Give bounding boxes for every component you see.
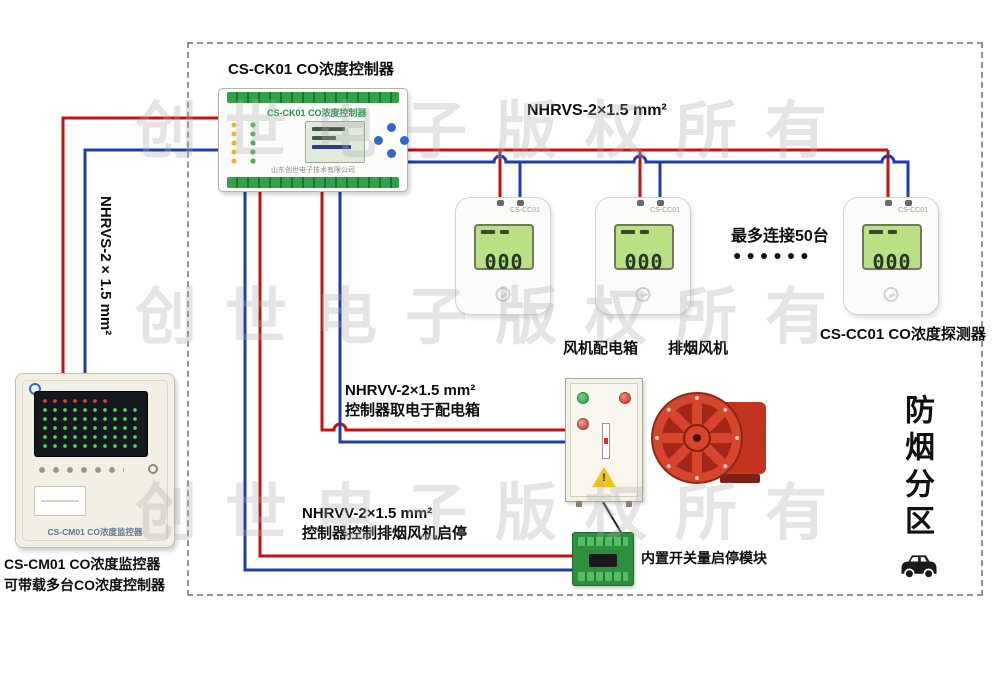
fan-hub-bolt: [693, 434, 701, 442]
status-led-grid: [42, 407, 140, 449]
car-icon: [901, 555, 937, 579]
switch-module: [572, 532, 634, 586]
module-terminal-strip: [578, 572, 628, 581]
fan-box-label: 风机配电箱: [563, 340, 639, 357]
monitor-caption: CS-CM01 CO浓度监控器 可带载多台CO浓度控制器: [4, 554, 165, 596]
controller-lcd: [305, 121, 365, 163]
box-leg: [576, 501, 582, 507]
terminal-strip-top: [227, 92, 399, 103]
brand-logo-icon: [883, 287, 899, 302]
controller-brand-label: 山东创世电子技术有限公司: [271, 167, 355, 174]
lcd-status-icon: [888, 230, 897, 234]
module-terminal-strip: [578, 537, 628, 546]
monitor-caption-line1: CS-CM01 CO浓度监控器: [4, 556, 161, 572]
controller-nav-buttons: [374, 123, 409, 158]
lcd-reading: 000: [484, 250, 524, 274]
wire-control-blue: [243, 191, 573, 572]
box-leg: [626, 501, 632, 507]
monitor-buttons: [38, 466, 124, 474]
start-button: [577, 392, 589, 404]
lcd-status-icon: [869, 230, 883, 234]
lcd-text-line: [312, 145, 351, 149]
zone-label: 防烟分区: [900, 394, 933, 542]
led-indicators: [229, 121, 263, 167]
wire-monitor-blue: [83, 148, 219, 373]
monitor-panel-caption: CS-CM01 CO浓度监控器: [47, 527, 143, 537]
pilot-light: [577, 418, 589, 430]
terminal-strip-bottom: [227, 177, 399, 188]
controller-title: CS-CK01 CO浓度控制器: [228, 61, 394, 78]
lcd-reading: 000: [624, 250, 664, 274]
wire-detector-bus-red: [407, 148, 890, 197]
up-button: [387, 123, 396, 132]
wire-power-blue: [338, 191, 566, 444]
fan-blades: [660, 401, 734, 475]
wire-module-link: [602, 501, 623, 535]
lcd-text-line: [312, 136, 336, 140]
monitor-screen: [34, 391, 148, 457]
max-connection-note: 最多连接50台: [731, 228, 829, 245]
detector-model-label: CS-CC01: [650, 207, 680, 214]
detector-model-label: CS-CC01: [898, 207, 928, 214]
wire-monitor-red: [61, 116, 219, 373]
alarm-led-row: [42, 398, 112, 404]
module-label: 内置开关量启停模块: [641, 550, 767, 566]
lcd-status-icon: [621, 230, 635, 234]
detector-terminal: [637, 200, 644, 206]
fan-label: 排烟风机: [668, 340, 729, 357]
control-cable-desc: 控制器控制排烟风机启停: [302, 525, 468, 542]
fan-base: [720, 474, 760, 483]
lcd-status-icon: [500, 230, 509, 234]
meter-slot: [602, 423, 610, 459]
lcd-reading: 000: [872, 250, 912, 274]
detector-lcd: 000: [862, 224, 922, 274]
lcd-text-line: [312, 127, 346, 131]
control-cable-label: NHRVV-2×1.5 mm² 控制器控制排烟风机启停: [302, 504, 467, 544]
detector-caption: CS-CC01 CO浓度探测器: [820, 326, 986, 343]
brand-logo-icon: [495, 287, 511, 302]
detector-lcd: 000: [474, 224, 534, 274]
co-controller-device: CS-CK01 CO浓度控制器 山东创世电子技术有限公司: [218, 88, 409, 192]
detector-lcd: 000: [614, 224, 674, 274]
top-cable-label: NHRVS-2×1.5 mm²: [527, 102, 667, 119]
detector-terminal: [905, 200, 912, 206]
co-monitor-device: CS-CM01 CO浓度监控器: [15, 373, 175, 548]
lcd-status-icon: [640, 230, 649, 234]
co-detector-3: CS-CC01 000: [843, 197, 939, 315]
left-cable-label: NHRVS-2×1.5 mm²: [97, 196, 114, 336]
lcd-status-icon: [481, 230, 495, 234]
stop-button: [619, 392, 631, 404]
co-detector-2: CS-CC01 000: [595, 197, 691, 315]
wire-detector-bus-blue: [407, 154, 910, 197]
monitor-caption-line2: 可带载多台CO浓度控制器: [4, 577, 165, 593]
control-cable-spec: NHRVV-2×1.5 mm²: [302, 505, 433, 522]
detector-terminal: [657, 200, 664, 206]
power-cable-spec: NHRVV-2×1.5 mm²: [345, 382, 476, 399]
down-button: [387, 149, 396, 158]
controller-panel-label: CS-CK01 CO浓度控制器: [267, 108, 367, 118]
ellipsis-dots: ●●●●●●: [733, 247, 814, 263]
module-chip: [589, 554, 617, 567]
exhaust-fan: [651, 392, 766, 484]
smoke-zone-boundary: [187, 42, 983, 596]
brand-logo-icon: [635, 287, 651, 302]
power-cable-desc: 控制器取电于配电箱: [345, 402, 481, 419]
monitor-bezel: [22, 380, 168, 541]
co-detector-1: CS-CC01 000: [455, 197, 551, 315]
fan-distribution-box: [565, 378, 643, 507]
wire-control-red: [258, 191, 573, 558]
left-button: [374, 136, 383, 145]
detector-terminal: [497, 200, 504, 206]
detector-terminal: [885, 200, 892, 206]
detector-terminal: [517, 200, 524, 206]
card-slot: [34, 486, 86, 516]
power-cable-label: NHRVV-2×1.5 mm² 控制器取电于配电箱: [345, 381, 480, 421]
detector-model-label: CS-CC01: [510, 207, 540, 214]
right-button: [400, 136, 409, 145]
flange-bolts: [655, 396, 739, 480]
keyhole-icon: [148, 464, 158, 474]
